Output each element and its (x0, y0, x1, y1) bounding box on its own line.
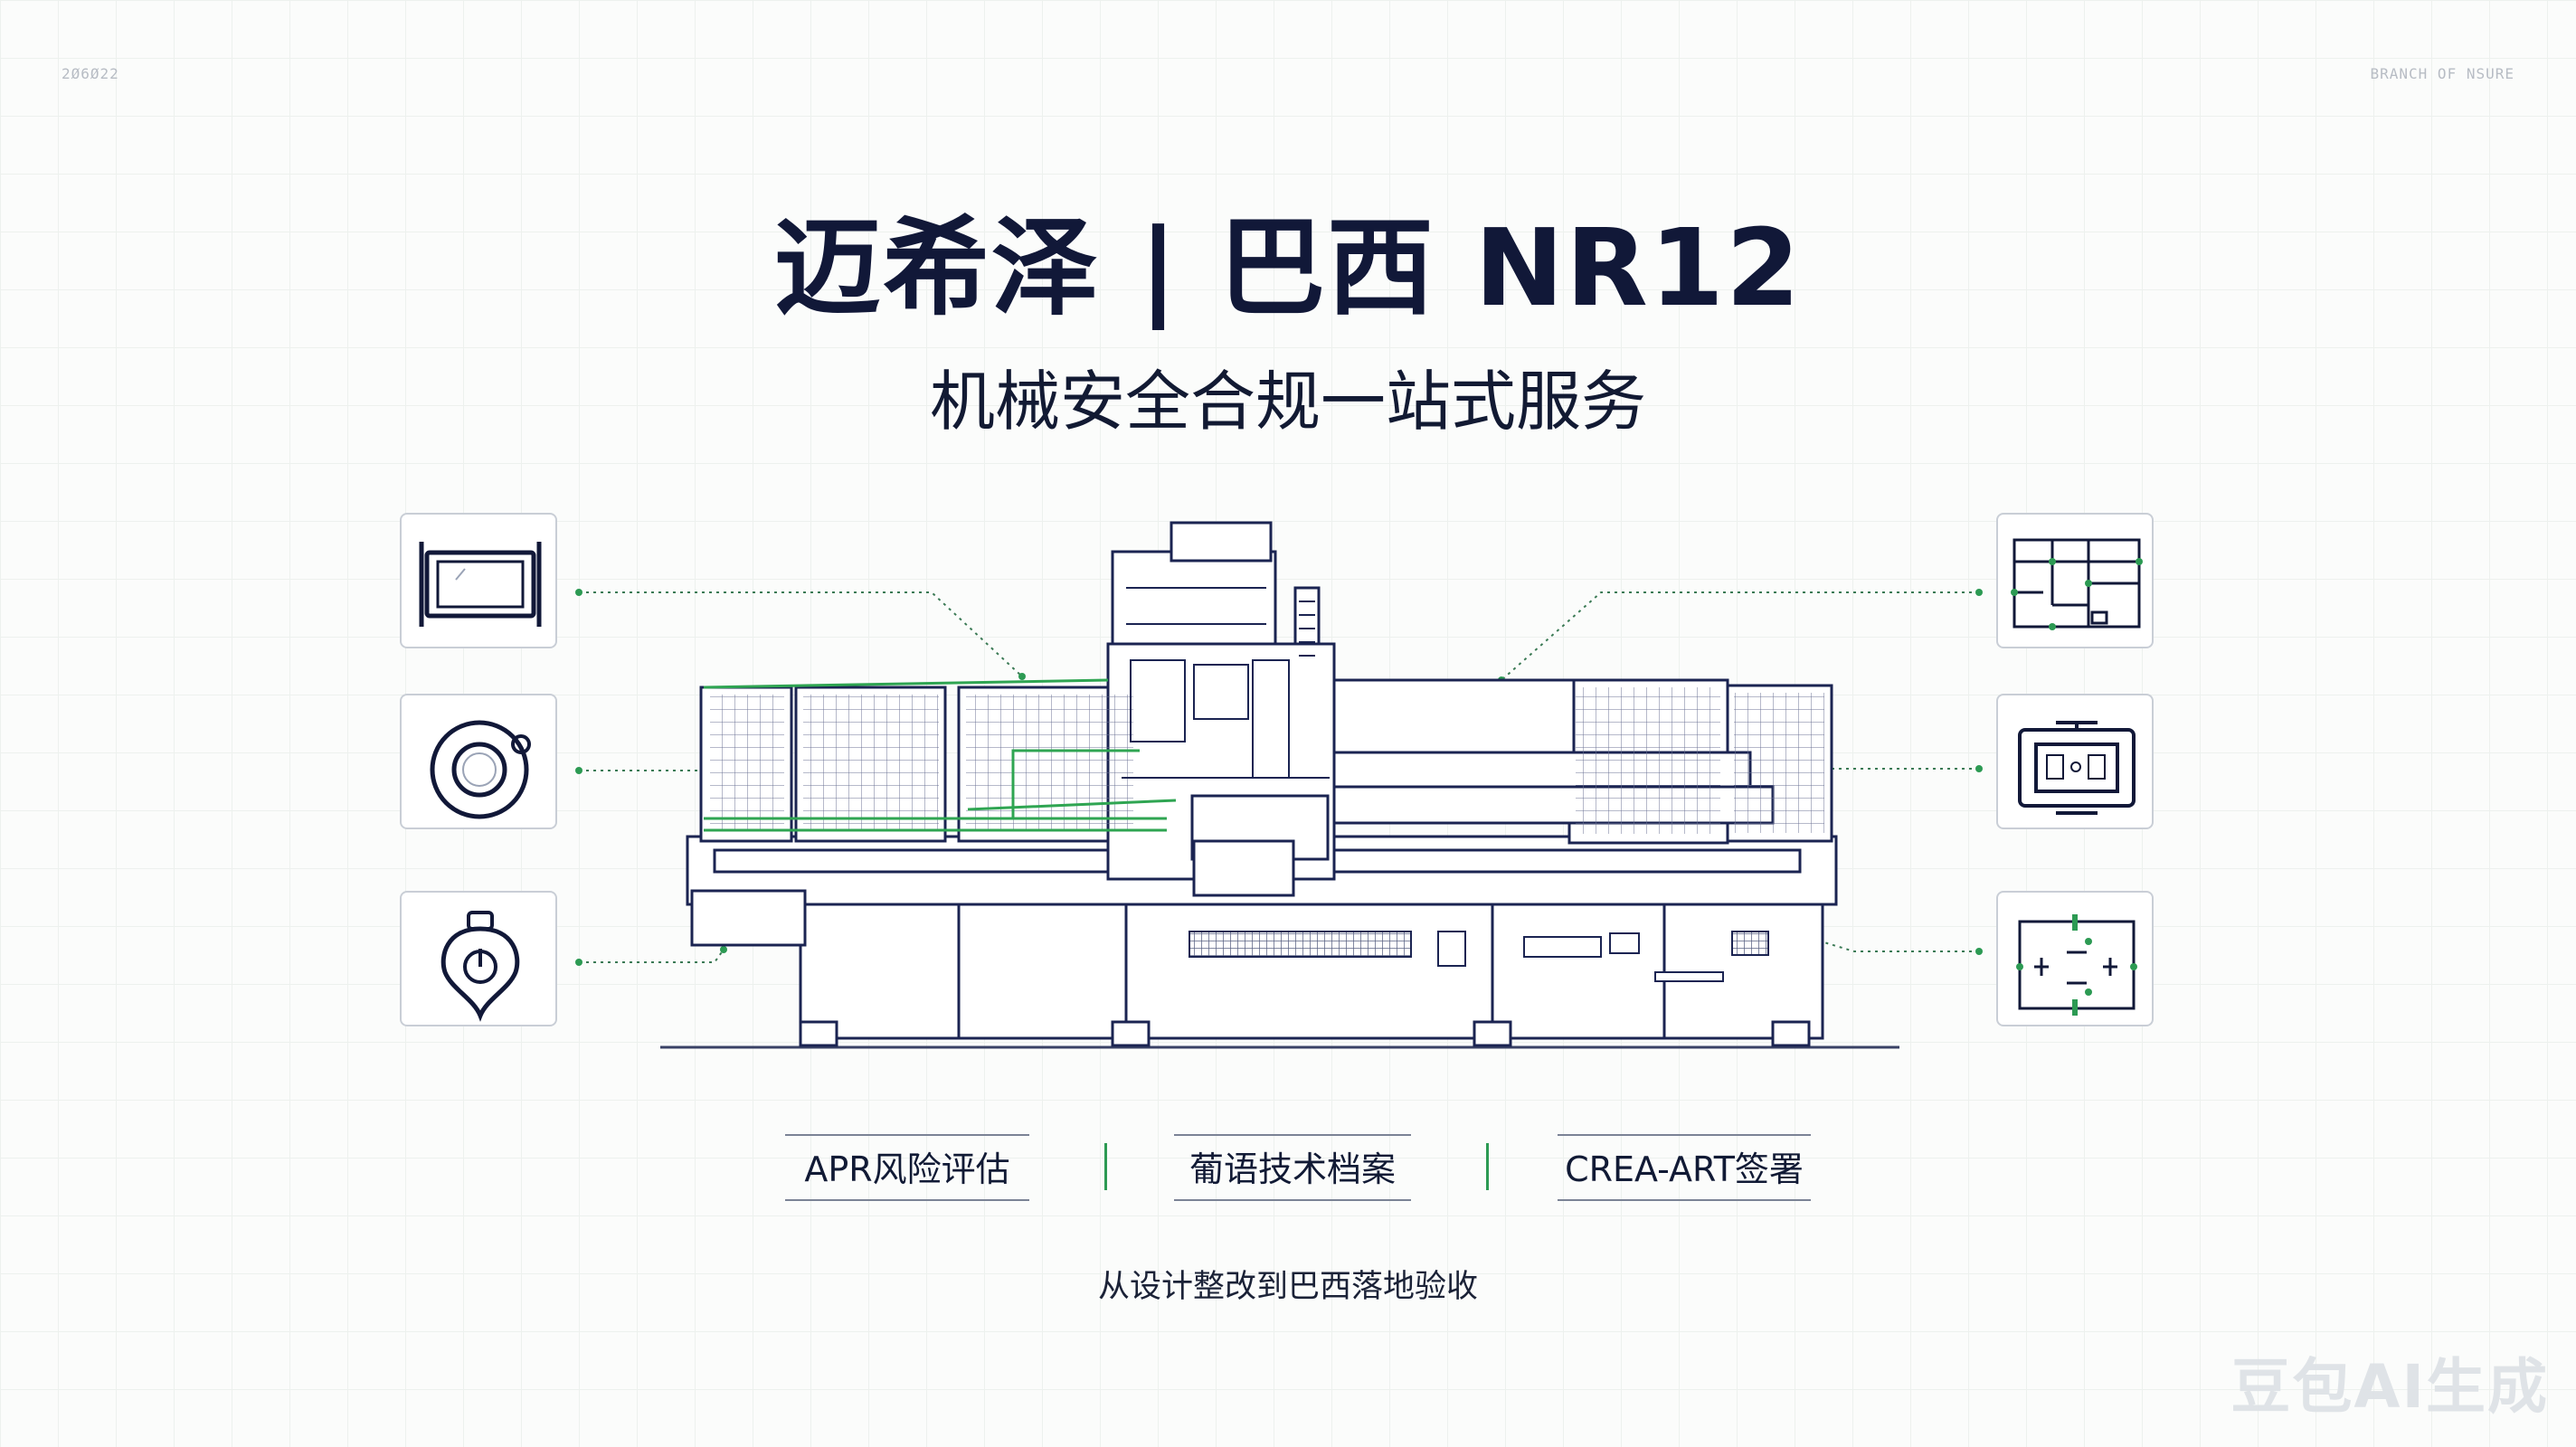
power-lock-icon (400, 891, 557, 1026)
corner-code-left: 2Ø6Ø22 (62, 65, 119, 82)
service-portuguese-technical-file: 葡语技术档案 (1174, 1134, 1411, 1201)
emergency-stop-button-icon (400, 694, 557, 829)
leader-lines (579, 591, 1979, 963)
ai-watermark: 豆包AI生成 (2230, 1352, 2549, 1422)
control-panel-icon (1996, 694, 2154, 829)
tagline: 从设计整改到巴西落地验收 (1097, 1269, 1478, 1305)
service-separator (1104, 1143, 1107, 1190)
circuit-schematic-icon (1996, 513, 2154, 648)
page-title: 迈希泽 | 巴西 NR12 (773, 205, 1803, 330)
service-apr-risk-assessment: APR风险评估 (785, 1134, 1029, 1201)
service-crea-art-signature: CREA-ART签署 (1558, 1134, 1811, 1201)
corner-code-right: BRANCH OF NSURE (2370, 65, 2514, 82)
page-subtitle: 机械安全合规一站式服务 (929, 364, 1646, 440)
safety-relay-diagram-icon (1996, 891, 2154, 1026)
service-separator (1486, 1143, 1489, 1190)
display-screen-icon (400, 513, 557, 648)
